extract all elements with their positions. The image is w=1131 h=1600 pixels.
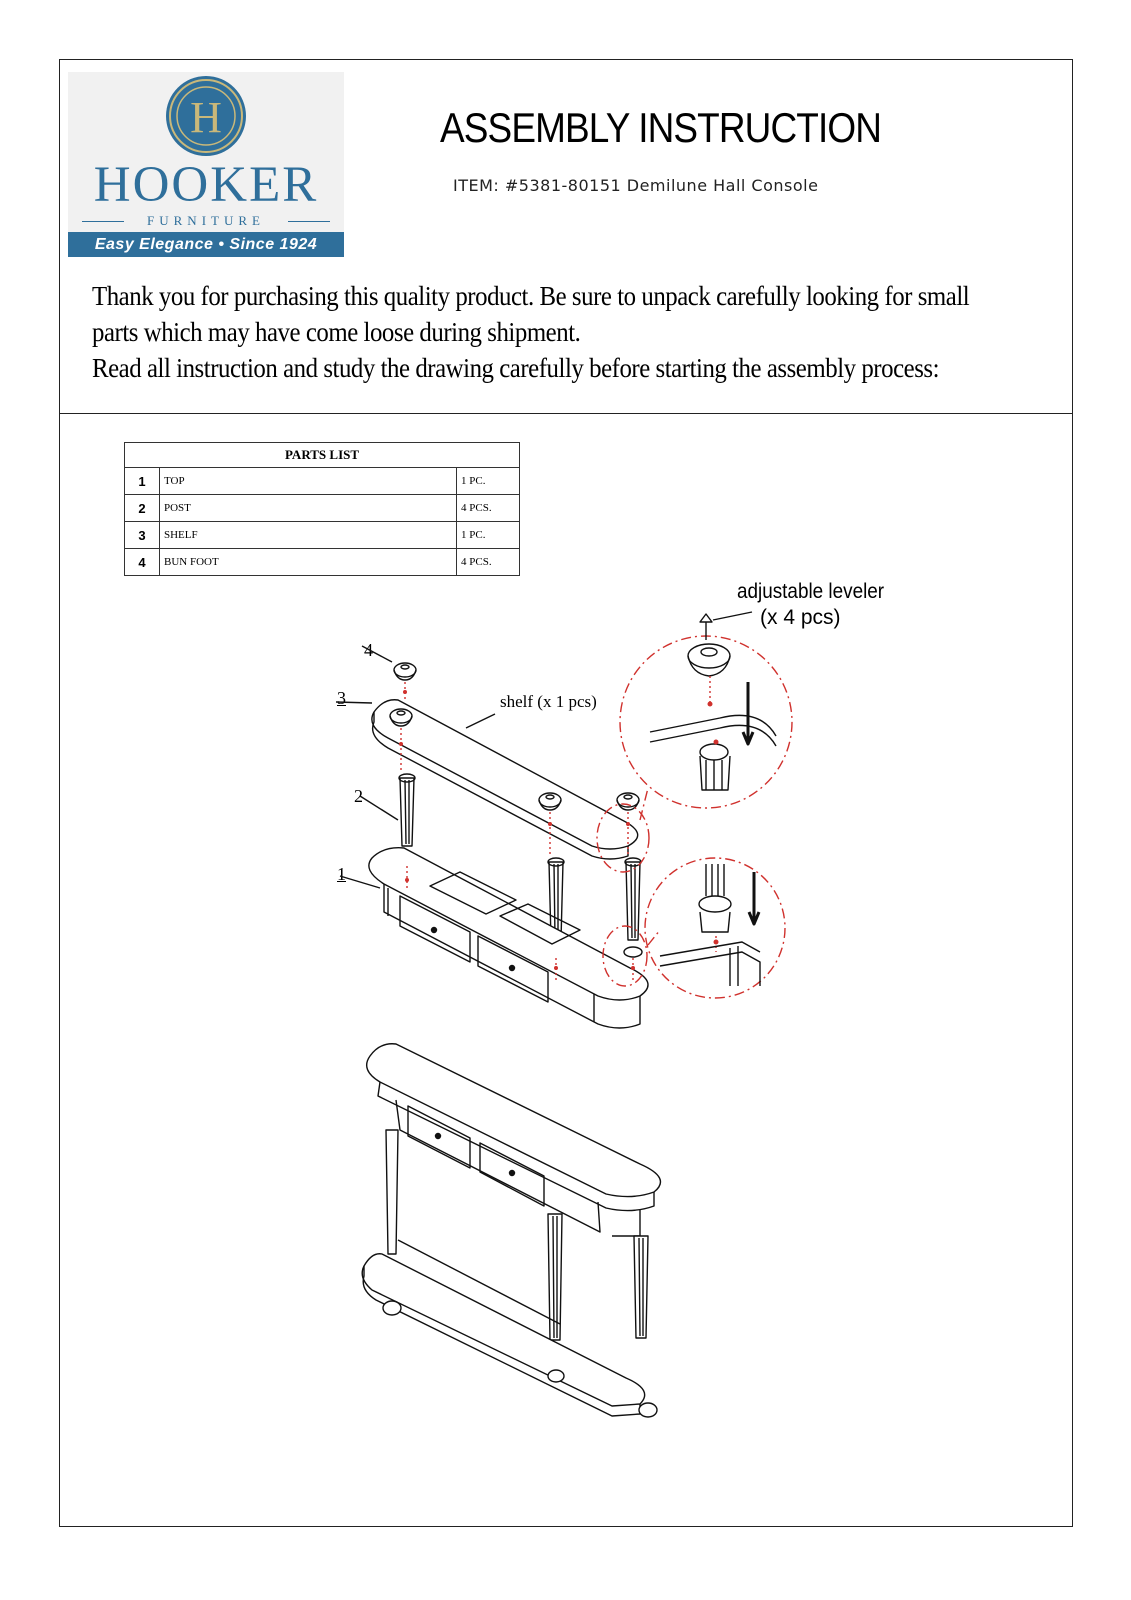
shelf-part: [335, 699, 639, 860]
logo-brand: HOOKER: [93, 157, 319, 213]
intro-line-2: parts which may have come loose during s…: [92, 317, 581, 347]
part-qty: 4 PCS.: [456, 548, 520, 576]
bun-foot-part: [361, 645, 640, 811]
part-qty: 4 PCS.: [456, 494, 520, 522]
monogram-emblem: H: [166, 76, 246, 156]
leveler-detail: [649, 611, 777, 791]
callout-2: 2: [354, 786, 363, 806]
header-divider: [59, 413, 1073, 414]
detail-circles: [596, 635, 793, 999]
hooker-furniture-logo: H HOOKER FURNITURE Easy Elegance • Since…: [68, 72, 344, 257]
parts-list-table: PARTS LIST 1 TOP 1 PC. 2 POST 4 PCS. 3 S…: [124, 442, 520, 576]
shelf-label: shelf (x 1 pcs): [500, 692, 597, 711]
callout-1: 1: [337, 864, 346, 884]
part-number: 4: [124, 548, 160, 576]
table-row: 3 SHELF 1 PC.: [124, 521, 520, 549]
part-name: SHELF: [159, 521, 457, 549]
table-row: 1 TOP 1 PC.: [124, 467, 520, 495]
post-detail: [659, 864, 761, 986]
callout-3: 3: [337, 688, 346, 708]
part-number: 3: [124, 521, 160, 549]
page-title: ASSEMBLY INSTRUCTION: [440, 104, 882, 151]
intro-text: Thank you for purchasing this quality pr…: [92, 278, 1072, 386]
leveler-label: adjustable leveler: [737, 580, 885, 603]
item-number: ITEM: #5381-80151 Demilune Hall Console: [453, 176, 819, 195]
part-qty: 1 PC.: [456, 467, 520, 495]
logo-tagline: Easy Elegance • Since 1924: [68, 232, 344, 257]
hole-markers: [399, 690, 719, 970]
intro-line-1: Thank you for purchasing this quality pr…: [92, 281, 970, 311]
logo-subtitle: FURNITURE: [147, 213, 265, 228]
part-number: 1: [124, 467, 160, 495]
table-row: 2 POST 4 PCS.: [124, 494, 520, 522]
assembled-console: [361, 1043, 662, 1418]
intro-line-3: Read all instruction and study the drawi…: [92, 353, 940, 383]
table-row: 4 BUN FOOT 4 PCS.: [124, 548, 520, 576]
top-part: [339, 847, 649, 1029]
part-name: BUN FOOT: [159, 548, 457, 576]
page-frame: [59, 59, 1073, 1527]
leveler-qty-label: (x 4 pcs): [760, 606, 841, 629]
monogram-letter: H: [190, 93, 222, 142]
